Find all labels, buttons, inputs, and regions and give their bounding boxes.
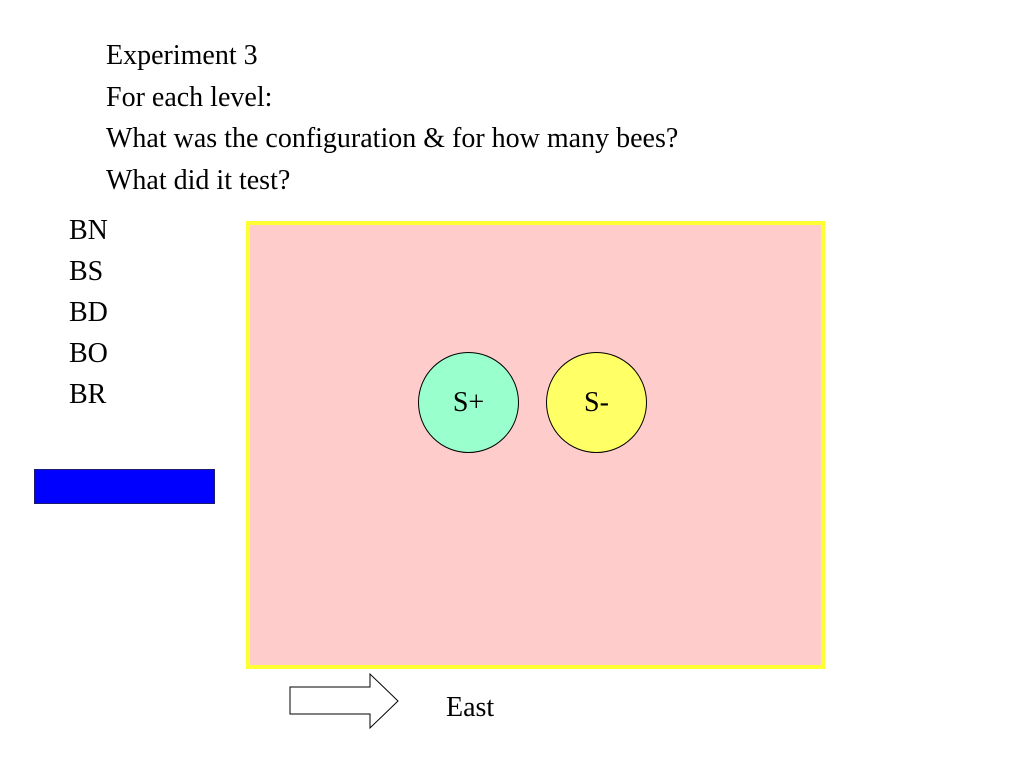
question-list: Experiment 3 For each level: What was th…: [106, 35, 678, 201]
code-item-bo: BO: [69, 338, 108, 369]
question-line: What did it test?: [106, 164, 291, 196]
stimulus-positive: S+: [418, 352, 519, 453]
code-list: BN BS BD BO BR: [69, 210, 108, 415]
code-item-bd: BD: [69, 297, 108, 328]
direction-label: East: [446, 692, 495, 723]
code-item-br: BR: [69, 379, 107, 410]
arena: [246, 221, 825, 669]
question-line: For each level:: [106, 81, 273, 113]
code-item-bn: BN: [69, 215, 108, 246]
question-line: What was the configuration & for how man…: [106, 123, 679, 154]
stimulus-negative-label: S-: [584, 386, 609, 418]
experiment-title: Experiment 3: [106, 40, 258, 71]
code-item-bs: BS: [69, 256, 104, 287]
stimulus-positive-label: S+: [452, 386, 485, 418]
stimulus-negative: S-: [546, 352, 647, 453]
blue-bar: [34, 469, 215, 504]
arrow-right-icon: [289, 672, 399, 730]
